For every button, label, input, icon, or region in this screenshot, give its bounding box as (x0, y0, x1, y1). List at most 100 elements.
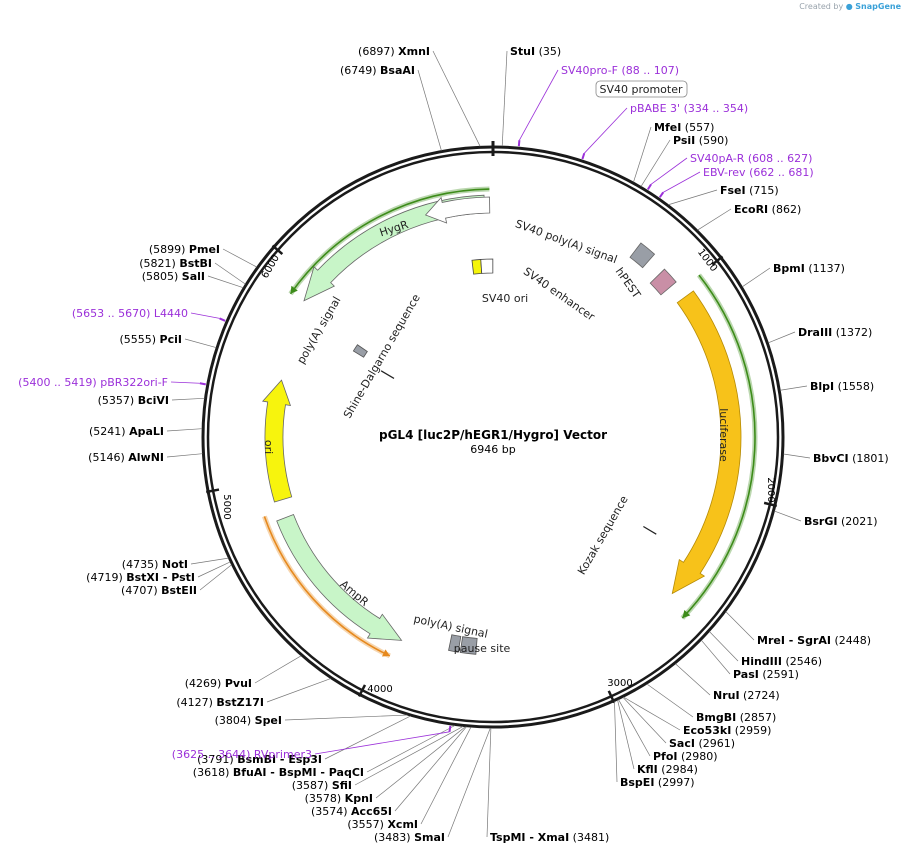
enzyme-name: MfeI (654, 121, 681, 134)
enzyme-name: BspEI (620, 776, 654, 789)
enzyme-label-bstz17i: (4127) BstZ17I (176, 696, 264, 709)
enzyme-label-acc65i: (3574) Acc65I (311, 805, 392, 818)
enzyme-name: BstXI - PstI (126, 571, 195, 584)
leader-noti (190, 557, 229, 565)
primer-name: RVprimer3 (254, 748, 312, 761)
leader-nrui (675, 663, 711, 696)
leader-lines (166, 50, 811, 838)
primer-label-rvprimer3: (3625 .. 3644) RVprimer3 (172, 748, 312, 761)
enzyme-position: (35) (535, 45, 561, 58)
plasmid-length: 6946 bp (470, 443, 515, 456)
leader-spei (284, 714, 408, 721)
primer-leader-l4440 (190, 312, 220, 319)
enzyme-name: ApaLI (129, 425, 164, 438)
leader-ecori (697, 208, 732, 231)
feature-label-shine-dalgarno: Shine-Dalgarno sequence (341, 292, 423, 421)
leader-smai (447, 727, 491, 838)
enzyme-position: (4269) (185, 677, 225, 690)
enzyme-position: (5146) (88, 451, 128, 464)
leader-bsteii (199, 564, 232, 591)
feature-label-sv40-enhancer: SV40 enhancer (521, 265, 597, 324)
enzyme-name: HindIII (741, 655, 782, 668)
tick-2000 (763, 501, 778, 508)
enzyme-position: (3791) (197, 753, 237, 766)
primer-leader-pbabe-3 (583, 107, 628, 154)
leader-bsrgi (774, 510, 802, 522)
enzyme-name: TspMI - XmaI (490, 831, 569, 844)
enzyme-name: SpeI (255, 714, 282, 727)
enzyme-position: (5899) (149, 243, 189, 256)
tick-label-4000: 4000 (367, 684, 392, 695)
tick-4000 (357, 684, 367, 698)
enzyme-position: (2959) (731, 724, 771, 737)
primer-range: (608 .. 627) (744, 152, 812, 165)
enzyme-label-noti: (4735) NotI (122, 558, 188, 571)
leader-draiii (768, 331, 796, 344)
enzyme-position: (5241) (89, 425, 129, 438)
sv40-polya-box-right (629, 242, 656, 269)
enzyme-position: (1372) (832, 326, 872, 339)
shine-dalgarno-mark (380, 370, 395, 379)
sv40-promoter-label-box (595, 80, 688, 98)
sv40-enhancer-box (480, 258, 494, 274)
enzyme-position: (1801) (849, 452, 889, 465)
enzyme-position: (3618) (193, 766, 233, 779)
feature-label-sv40-ori: SV40 ori (482, 292, 528, 305)
ampr-orf-head (381, 649, 390, 657)
enzyme-name: PmeI (189, 243, 220, 256)
enzyme-name: SacI (669, 737, 695, 750)
enzyme-position: (6749) (340, 64, 380, 77)
enzyme-position: (3804) (215, 714, 255, 727)
enzyme-label-spei: (3804) SpeI (215, 714, 282, 727)
enzyme-label-mfei: MfeI (557) (654, 121, 714, 134)
tick-1000 (711, 255, 724, 266)
leader-sfii (354, 726, 464, 786)
enzyme-name: KflI (637, 763, 658, 776)
enzyme-label-pvui: (4269) PvuI (185, 677, 252, 690)
enzyme-name: PasI (733, 668, 759, 681)
enzyme-name: SfiI (332, 779, 352, 792)
primer-range: (334 .. 354) (680, 102, 748, 115)
enzyme-label-bspei: BspEI (2997) (620, 776, 695, 789)
leader-bpmi (742, 267, 771, 288)
enzyme-position: (1558) (834, 380, 874, 393)
feature-label-sv40-polya-signal: SV40 poly(A) signal (514, 217, 619, 266)
enzyme-name: Acc65I (351, 805, 392, 818)
kozak-mark (643, 525, 657, 535)
brand-name: SnapGene (855, 2, 901, 11)
enzyme-label-smai: (3483) SmaI (374, 831, 445, 844)
enzyme-position: (2984) (658, 763, 698, 776)
feature-label-polya-signal: poly(A) signal (412, 612, 488, 640)
enzyme-position: (5805) (142, 270, 182, 283)
enzyme-label-pasi: PasI (2591) (733, 668, 799, 681)
leader-alwni (166, 453, 203, 458)
primer-label-l4440: (5653 .. 5670) L4440 (72, 307, 188, 320)
primer-label-pbr322ori-f: (5400 .. 5419) pBR322ori-F (18, 376, 168, 389)
luciferase-arrow (671, 290, 742, 595)
enzyme-label-nrui: NruI (2724) (713, 689, 780, 702)
enzyme-label-xmni: (6897) XmnI (358, 45, 430, 58)
primer-name: pBABE 3' (630, 102, 680, 115)
leader-apali (166, 428, 203, 432)
hygr-orf (289, 188, 490, 295)
enzyme-label-bsteii: (4707) BstEII (121, 584, 197, 597)
leader-bmgbi (646, 683, 694, 718)
primer-name: SV40pA-R (690, 152, 745, 165)
enzyme-name: MreI - SgrAI (757, 634, 831, 647)
enzyme-name: BstBI (179, 257, 212, 270)
enzyme-position: (3483) (374, 831, 414, 844)
primer-range: (3625 .. 3644) (172, 748, 254, 761)
enzyme-name: PvuI (225, 677, 252, 690)
enzyme-label-bbvci: BbvCI (1801) (813, 452, 889, 465)
leader-fsei (668, 189, 718, 206)
primer-name: SV40pro-F (561, 64, 618, 77)
primer-leader-pbr322ori-f (170, 381, 200, 384)
enzyme-position: (3578) (305, 792, 345, 805)
feature-label-hpest: hPEST (613, 265, 643, 301)
enzyme-label-bfuai-bspmi-paqci: (3618) BfuAI - BspMI - PaqCI (193, 766, 364, 779)
features-layer (261, 186, 758, 659)
primer-name: pBR322ori-F (100, 376, 168, 389)
enzyme-label-sfii: (3587) SfiI (292, 779, 352, 792)
leader-bfuai-bspmi-paqci (366, 725, 456, 773)
